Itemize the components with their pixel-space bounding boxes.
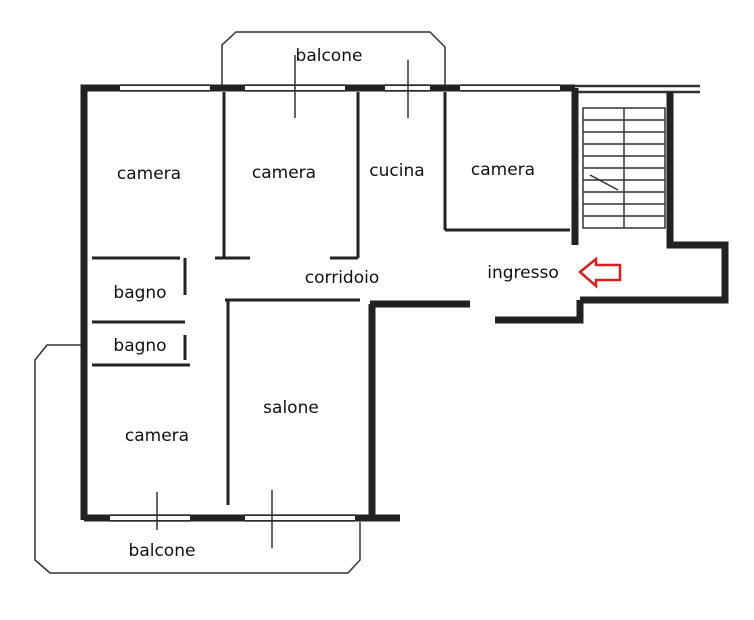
room-label-camera: camera xyxy=(471,160,535,180)
stairs xyxy=(582,107,666,229)
internal-walls xyxy=(92,92,570,505)
room-label-corridoio: corridoio xyxy=(305,268,379,288)
room-label-cucina: cucina xyxy=(369,161,424,181)
room-label-balcone: balcone xyxy=(296,46,363,66)
room-label-camera: camera xyxy=(252,163,316,183)
room-label-bagno: bagno xyxy=(113,283,166,303)
window-lines xyxy=(110,55,560,548)
entrance-arrow-icon xyxy=(578,256,622,289)
room-label-camera: camera xyxy=(117,164,181,184)
room-label-ingresso: ingresso xyxy=(487,263,558,283)
outer-walls xyxy=(80,84,729,522)
room-label-salone: salone xyxy=(263,398,319,418)
room-label-balcone: balcone xyxy=(129,541,196,561)
balcony-top-outline xyxy=(221,31,446,85)
room-label-camera: camera xyxy=(125,426,189,446)
windows xyxy=(110,86,560,520)
balcony-bottom-outline xyxy=(34,344,361,574)
room-label-bagno: bagno xyxy=(113,336,166,356)
